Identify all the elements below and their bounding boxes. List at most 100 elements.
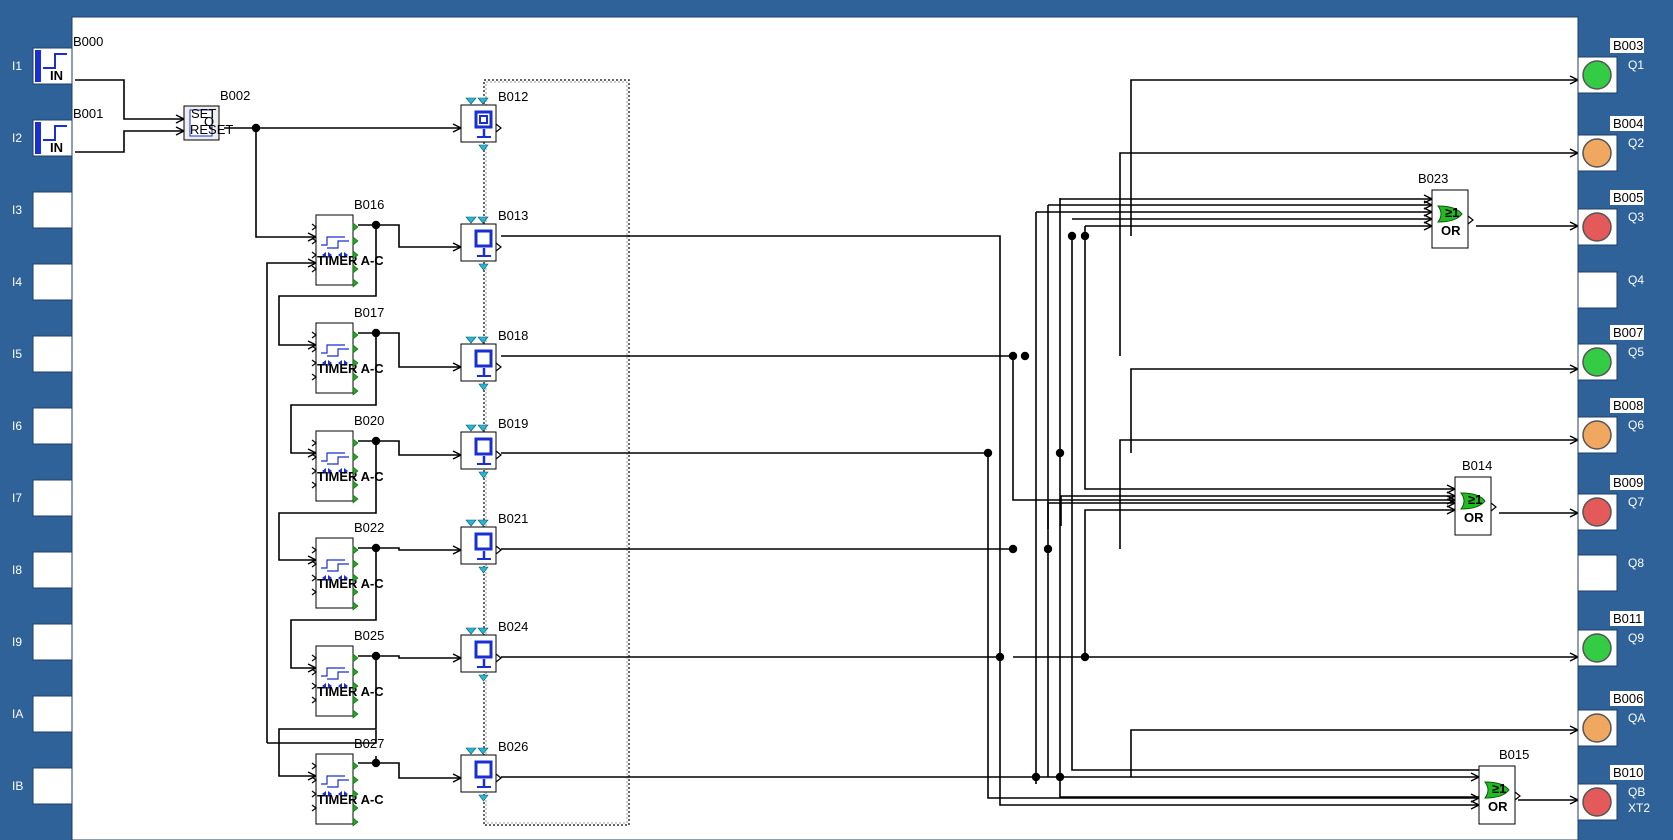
wire — [278, 656, 377, 777]
input-terminal-I9[interactable]: I9 — [12, 623, 73, 661]
block-name: B020 — [354, 413, 384, 428]
connector-down-icon — [465, 424, 489, 432]
timer-output-pin — [352, 236, 359, 246]
output-block-name: B008 — [1613, 398, 1643, 413]
input-terminal-IA[interactable]: IA — [12, 695, 73, 733]
wire — [1084, 226, 1455, 490]
timer-output-pin — [352, 372, 359, 382]
connector-down-icon — [478, 566, 489, 574]
timer-arrows-icon — [322, 252, 348, 258]
junction-dot — [1080, 231, 1090, 241]
flag-square-icon — [474, 110, 493, 129]
setreset-reset-text: RESET — [190, 122, 233, 137]
input-terminal-I5[interactable]: I5 — [12, 335, 73, 373]
timer-body[interactable] — [315, 214, 354, 286]
output-terminal-Q8[interactable]: Q8 — [1577, 554, 1644, 592]
output-block-name-bg — [1610, 691, 1644, 706]
or-gate-symbol-icon — [1437, 205, 1463, 223]
input-slot[interactable] — [32, 263, 73, 301]
junction-dot — [1008, 351, 1018, 361]
input-slot[interactable] — [32, 335, 73, 373]
input-slot[interactable] — [32, 767, 73, 805]
output-block-name: B009 — [1613, 475, 1643, 490]
timer-body[interactable] — [315, 537, 354, 609]
timer-output-pin — [352, 761, 359, 771]
timer-waveform-icon — [321, 344, 349, 357]
timer-body[interactable] — [315, 430, 354, 502]
connector-down-icon — [465, 747, 489, 755]
wire — [75, 79, 184, 120]
input-terminal-I8[interactable]: I8 — [12, 551, 73, 589]
output-block-name-bg — [1610, 611, 1644, 626]
output-terminal-Q4[interactable]: Q4 — [1577, 271, 1644, 309]
input-terminal-I6[interactable]: I6 — [12, 407, 73, 445]
timer-output-pin — [352, 278, 359, 288]
flag-block-B018[interactable]: B018 — [460, 328, 528, 391]
timer-body[interactable] — [315, 322, 354, 394]
input-slot[interactable] — [32, 191, 73, 229]
flag-block-B012[interactable]: B012 — [460, 89, 528, 152]
flag-block-B026[interactable]: B026 — [460, 739, 528, 802]
timer-output-pin — [352, 695, 359, 705]
connector-down-icon — [465, 336, 489, 344]
diagram-work-area[interactable] — [71, 16, 1579, 840]
input-slot[interactable] — [32, 407, 73, 445]
timer-output-pin — [352, 438, 359, 448]
wire — [278, 225, 377, 346]
timer-output-pin — [352, 330, 359, 340]
input-terminal-I7[interactable]: I7 — [12, 479, 73, 517]
timer-type-text: TIMER A-C — [317, 361, 384, 376]
input-slot[interactable] — [32, 695, 73, 733]
input-slot[interactable] — [32, 623, 73, 661]
timer-output-pin — [352, 789, 359, 799]
flag-block-B013[interactable]: B013 — [460, 208, 528, 271]
lamp-icon — [1582, 212, 1612, 242]
timer-output-pin — [352, 466, 359, 476]
timer-output-pin — [352, 386, 359, 396]
input-terminal-I3[interactable]: I3 — [12, 191, 73, 229]
timer-output-pin — [352, 264, 359, 274]
connector-down-icon — [478, 263, 489, 271]
input-label: I9 — [12, 635, 22, 649]
timer-input-pin — [311, 560, 317, 568]
timer-input-pin — [311, 654, 317, 662]
timer-body[interactable] — [315, 645, 354, 717]
input-terminal-I4[interactable]: I4 — [12, 263, 73, 301]
input-terminal-IB[interactable]: IB — [12, 767, 73, 805]
flag-block-B021[interactable]: B021 — [460, 511, 528, 574]
timer-body[interactable] — [315, 753, 354, 825]
wire — [1119, 439, 1578, 549]
timer-arrows-icon — [322, 360, 348, 366]
or-gate-symbol-icon — [1460, 492, 1486, 510]
input-slot[interactable] — [32, 479, 73, 517]
output-slot[interactable] — [1577, 271, 1618, 309]
flag-block-B024[interactable]: B024 — [460, 619, 528, 682]
input-slot[interactable] — [32, 551, 73, 589]
flag-block-B019[interactable]: B019 — [460, 416, 528, 479]
or-gate-output-pin — [1514, 791, 1521, 801]
lamp-icon — [1582, 497, 1612, 527]
output-slot[interactable] — [1577, 554, 1618, 592]
